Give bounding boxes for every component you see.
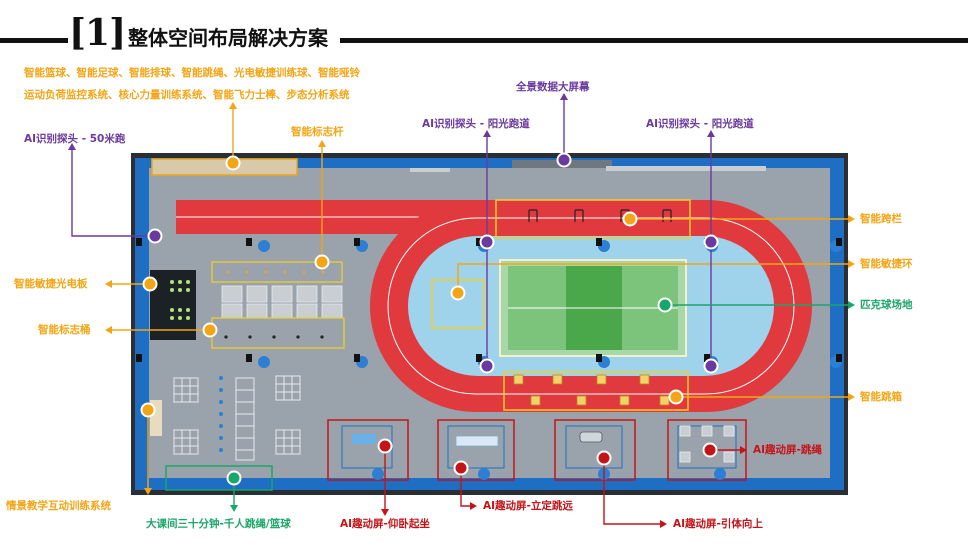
label-ai-run-2: AI识别探头 - 阳光跑道 [646,118,754,130]
situp-zone [327,419,409,481]
bottom-panel-green [165,465,273,491]
label-big-break: 大课间三十分钟-千人跳绳/篮球 [146,518,291,530]
dot-hurdle [622,211,638,227]
dot-ai-rope [702,442,718,458]
dot-ai-run-1-bottom [479,358,495,374]
label-ai-50m: AI识别探头 - 50米跑 [24,133,126,145]
label-jump-box: 智能跳箱 [860,391,902,403]
label-ai-rope: AI趣动屏-跳绳 [753,444,822,456]
oval-track-lane-line [387,217,795,395]
dot-ai-50m [147,228,163,244]
page-title: 整体空间布局解决方案 [128,26,328,50]
label-features-line1: 智能篮球、智能足球、智能排球、智能跳绳、光电敏捷训练球、智能哑铃 [24,67,360,79]
top-wall-panel-mid [410,168,450,172]
pullup-zone [554,419,636,481]
dot-jump-box [668,389,684,405]
dot-ai-run-1-top [479,234,495,250]
dot-big-break [226,470,242,486]
section-number: [1] [69,12,126,54]
dot-ai-run-2-bottom [703,358,719,374]
wall-blue-top [135,158,844,168]
wall-blue-left [135,158,149,490]
label-ai-pullup: AI趣动屏-引体向上 [673,518,763,530]
dot-ai-situp [377,438,393,454]
dot-ai-longjump [453,460,469,476]
label-pickleball: 匹克球场地 [860,299,913,311]
label-big-screen: 全景数据大屏幕 [516,81,590,93]
label-agility-ring: 智能敏捷环 [860,258,913,270]
dot-agility-ring [450,285,466,301]
label-ai-situp: AI趣动屏-仰卧起坐 [340,518,430,530]
dot-agility-board [142,276,158,292]
label-features-line2: 运动负荷监控系统、核心力量训练系统、智能飞力士棒、步态分析系统 [24,89,350,101]
marker-pole-box [211,261,343,283]
top-wall-panel-left [151,158,298,176]
dot-ai-run-2-top [703,234,719,250]
header-rule-right [340,38,968,43]
dot-marker-pole [314,254,330,270]
dot-pickleball [657,297,673,313]
top-wall-panel-right [606,166,766,171]
dot-scene-teaching [140,402,156,418]
label-ai-longjump: AI趣动屏-立定跳远 [483,500,573,512]
label-scene-teaching: 情景教学互动训练系统 [6,500,111,512]
dot-marker-bucket [202,322,218,338]
label-marker-pole: 智能标志杆 [291,126,344,138]
wall-blue-bottom [135,478,844,490]
dot-ai-pullup [596,450,612,466]
header-rule-left [0,38,68,43]
longjump-zone [437,419,515,481]
dot-features [225,155,241,171]
label-agility-board: 智能敏捷光电板 [14,278,88,290]
label-marker-bucket: 智能标志桶 [38,324,91,336]
wall-blue-right [830,158,844,490]
dot-big-screen [556,152,572,168]
label-hurdle: 智能跨栏 [860,213,902,225]
jump-box-area [503,371,689,411]
label-ai-run-1: AI识别探头 - 阳光跑道 [422,118,530,130]
